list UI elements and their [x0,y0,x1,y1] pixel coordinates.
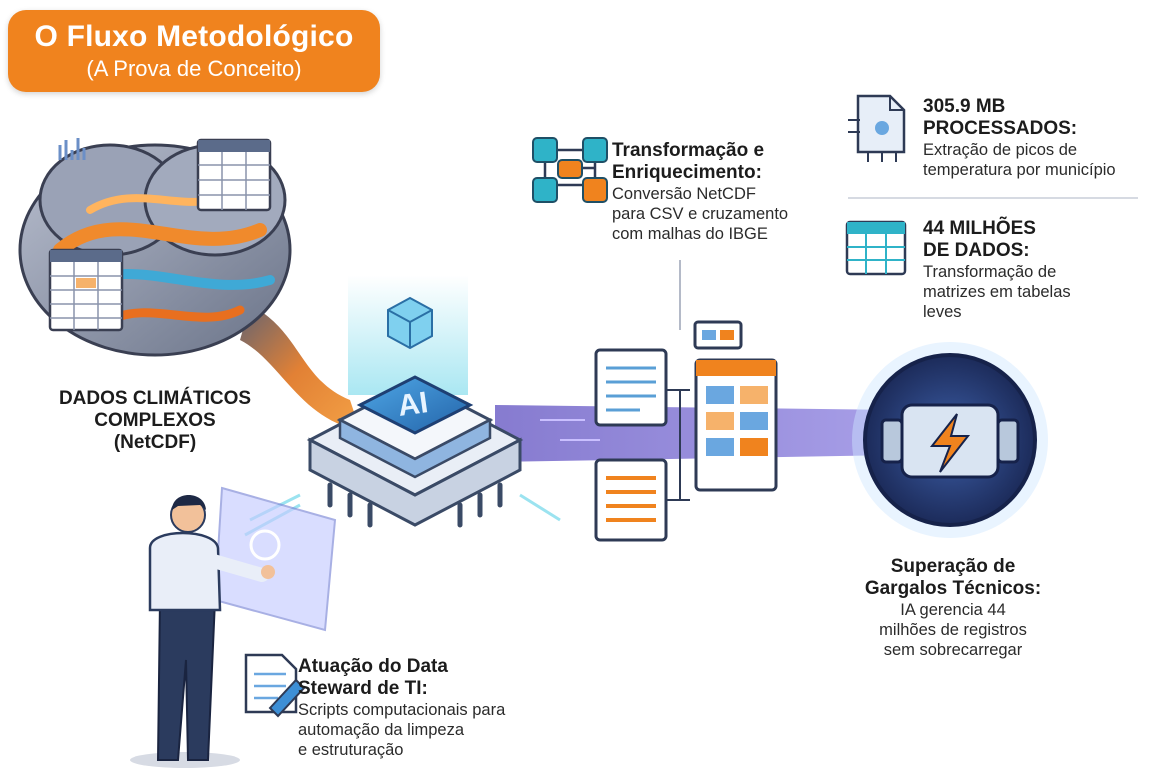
outcome-text: Superação de Gargalos Técnicos: IA geren… [828,556,1078,660]
transform-body-3: com malhas do IBGE [612,225,768,243]
source-line-3: (NetCDF) [113,432,197,453]
steward-text: Atuação do Data Steward de TI: Scripts c… [298,656,588,760]
steward-heading-1: Atuação do Data [298,656,448,677]
outcome-body-2: milhões de registros [879,621,1027,639]
source-label: DADOS CLIMÁTICOS COMPLEXOS (NetCDF) [20,388,290,454]
ai-chip-icon: AI [244,275,561,537]
page-title: O Fluxo Metodológico [34,20,354,53]
stat-size-heading-1: 305.9 MB [923,96,1006,117]
stat-count-text: 44 MILHÕES DE DADOS: Transformação de ma… [923,218,1143,322]
transform-heading-2: Enriquecimento: [612,162,762,183]
chip-label: AI [396,386,430,423]
table-icon [845,220,907,276]
outcome-body-1: IA gerencia 44 [900,601,1006,619]
stat-size-body-2: temperatura por município [923,161,1116,179]
source-line-1: DADOS CLIMÁTICOS [58,388,252,409]
steward-heading-2: Steward de TI: [298,678,428,699]
bar-chart-icon [58,138,86,160]
steward-body-3: e estruturação [298,741,404,759]
steward-body-2: automação da limpeza [298,721,465,739]
stat-size-body-1: Extração de picos de [923,141,1078,159]
spreadsheet-icon [196,138,272,212]
outcome-heading-2: Gargalos Técnicos: [864,578,1042,599]
stat-count-body-1: Transformação de [923,263,1057,281]
transform-body-1: Conversão NetCDF [612,185,756,203]
steward-body-1: Scripts computacionais para [298,701,506,719]
cube-icon [387,296,433,350]
stat-size-text: 305.9 MB PROCESSADOS: Extração de picos … [923,96,1143,180]
stat-count-body-3: leves [923,303,962,321]
transform-body-2: para CSV e cruzamento [612,205,789,223]
stat-count-body-2: matrizes em tabelas [923,283,1071,301]
document-pencil-icon [244,653,306,718]
data-steward-figure [130,486,337,768]
outcome-heading-1: Superação de [890,556,1016,577]
transform-text: Transformação e Enriquecimento: Conversã… [612,140,822,244]
data-file-icon [848,94,906,162]
stat-count-heading-1: 44 MILHÕES [923,218,1036,239]
page-subtitle: (A Prova de Conceito) [86,56,302,81]
table-grid-icon [48,248,124,332]
source-line-2: COMPLEXOS [94,410,216,431]
document-stack-icon [594,260,778,542]
transform-heading-1: Transformação e [612,140,765,161]
stat-count-heading-2: DE DADOS: [923,240,1030,261]
stat-size-heading-2: PROCESSADOS: [923,118,1078,139]
outcome-body-3: sem sobrecarregar [883,641,1023,659]
engine-lightning-icon [852,342,1048,538]
title-badge: O Fluxo Metodológico (A Prova de Conceit… [8,10,380,92]
network-nodes-icon [532,137,608,203]
